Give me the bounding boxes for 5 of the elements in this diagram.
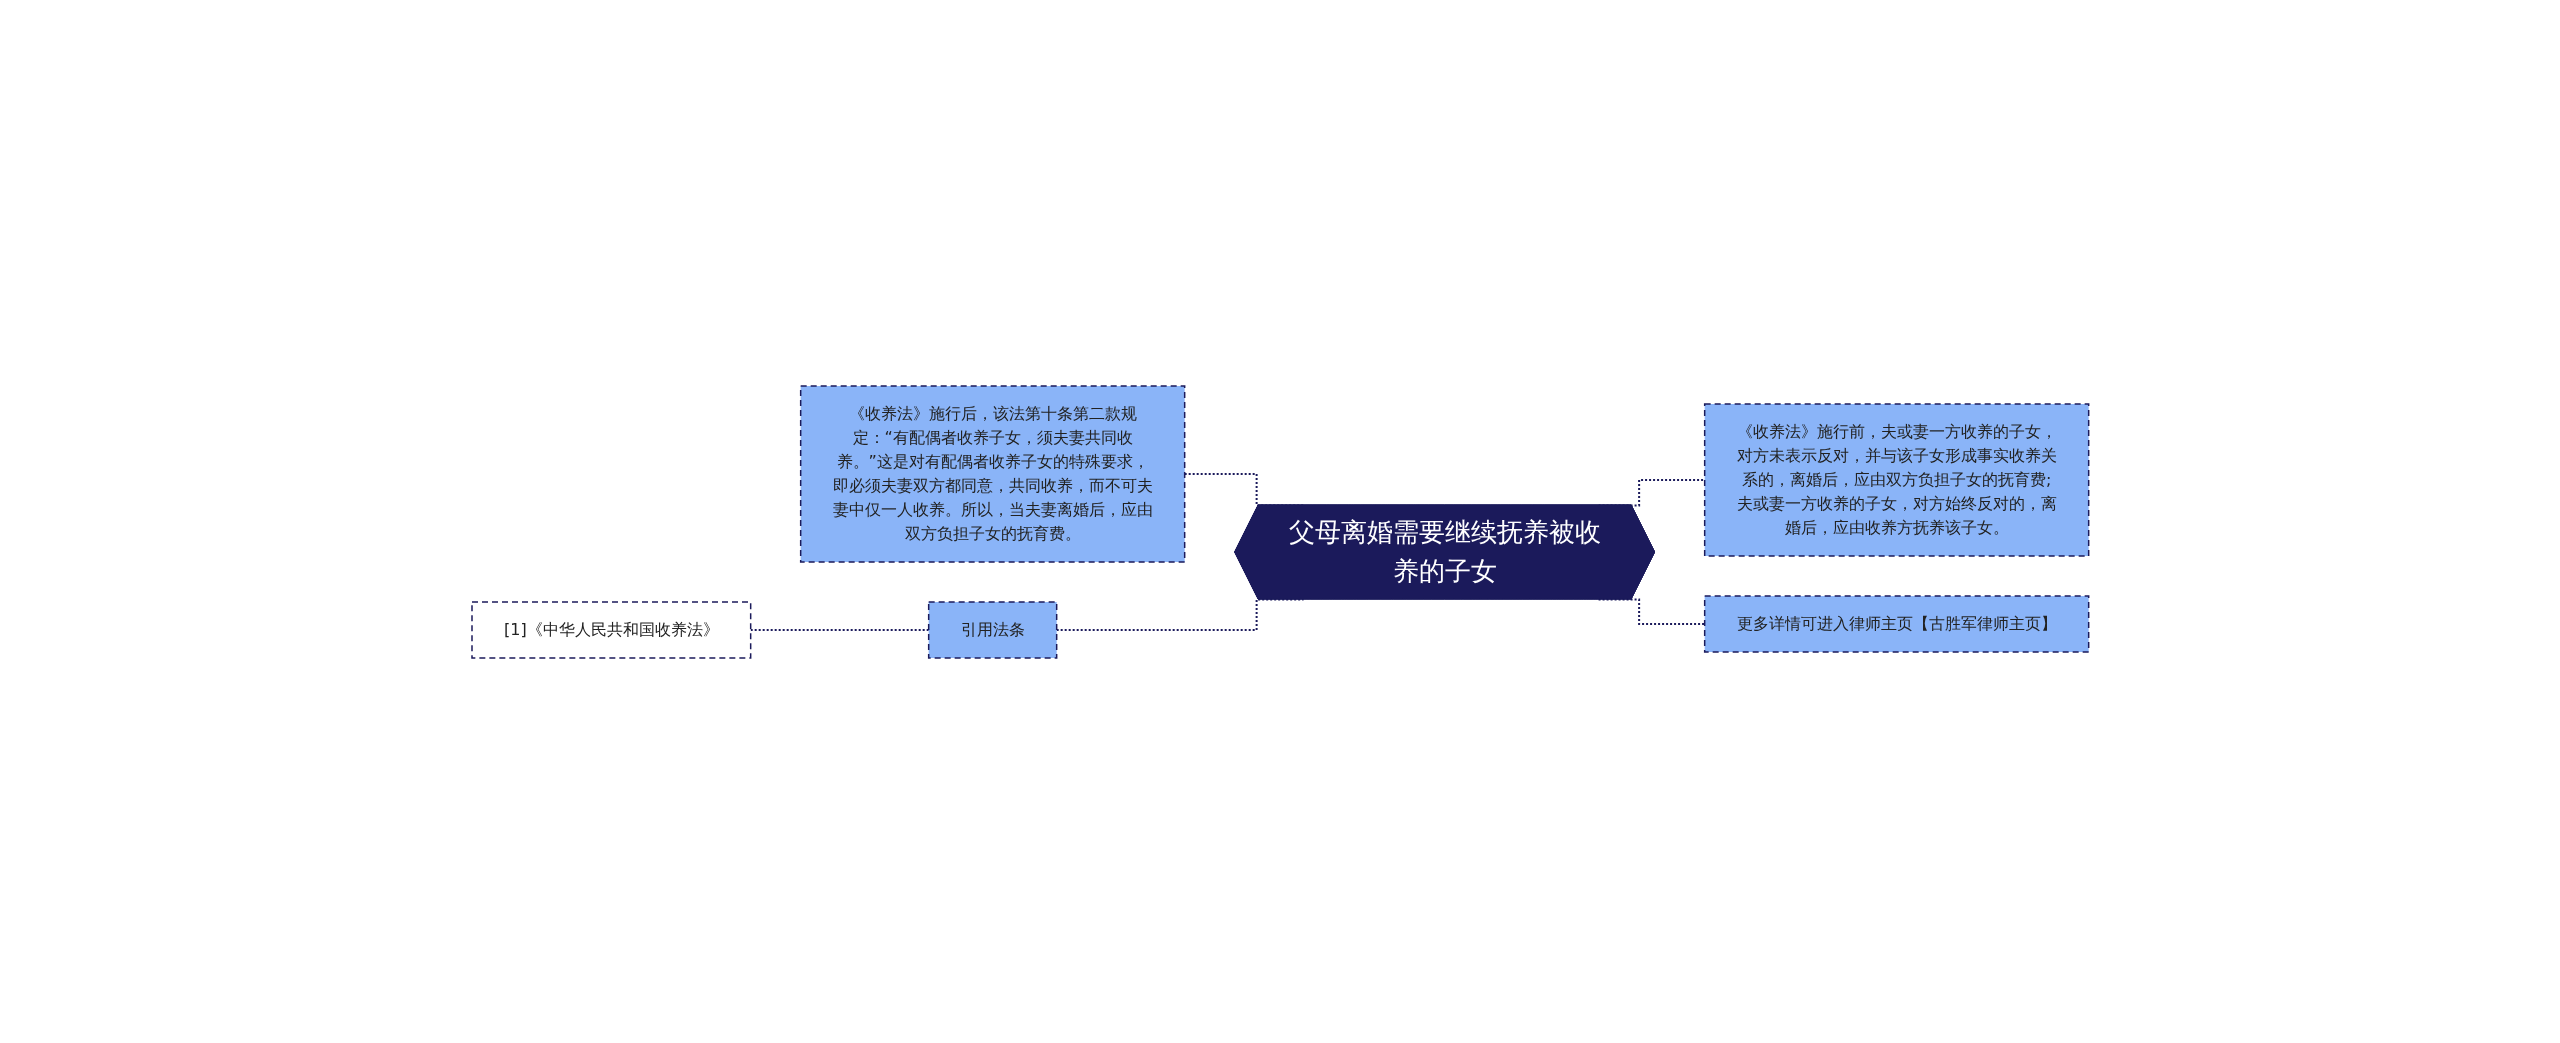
node-box: [1]《中华人民共和国收养法》 [470, 600, 752, 659]
node-box: 更多详情可进入律师主页【古胜军律师主页】 [1703, 594, 2090, 653]
node-box: 《收养法》施行后，该法第十条第二款规定：“有配偶者收养子女，须夫妻共同收养。”这是对有配偶者收养子女的特殊要求，即必须夫妻双方都同意，共同收养，而不可夫妻中仅一人收养。所以，当夫妻离婚后，应由双方负担子女的抚育费。 [799, 384, 1186, 563]
node-box: 《收养法》施行前，夫或妻一方收养的子女，对方未表示反对，并与该子女形成事实收养关系的，离婚后，应由双方负担子女的抚育费;夫或妻一方收养的子女，对方始终反对的，离婚后，应由收养方抚养该子女。 [1703, 402, 2090, 557]
node-box: 引用法条 [927, 600, 1058, 659]
